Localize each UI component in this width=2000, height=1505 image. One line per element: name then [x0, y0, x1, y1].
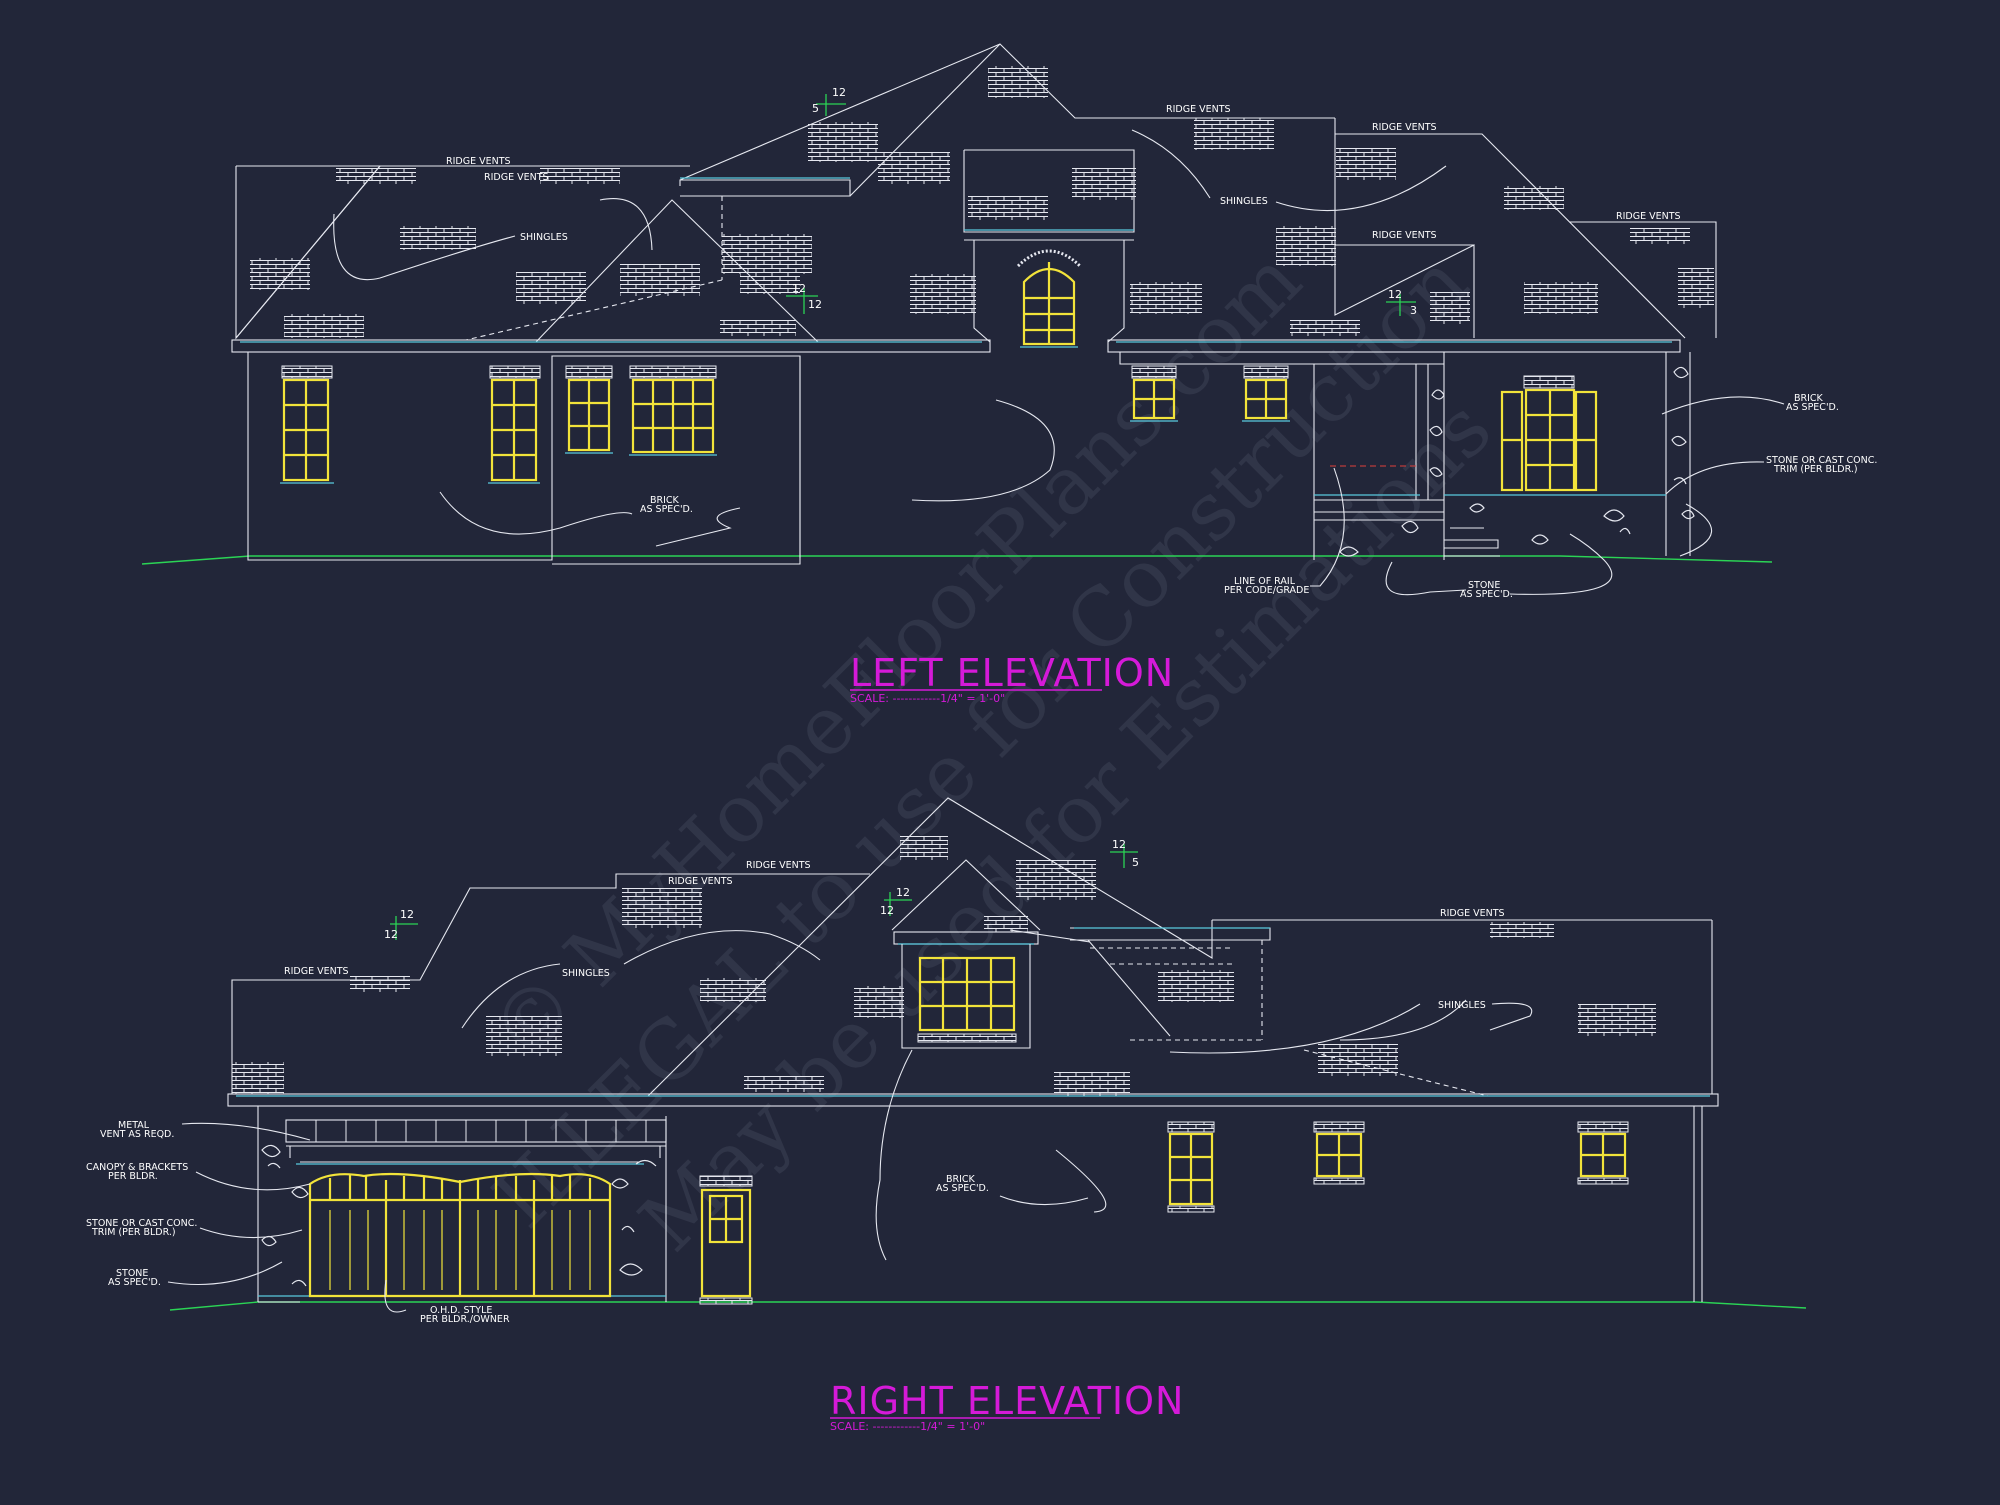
- note-shingles: SHINGLES: [520, 232, 568, 243]
- right-stone: [261, 1144, 657, 1287]
- garage-door: [308, 1172, 612, 1298]
- note-stone-trim: STONE OR CAST CONC.: [86, 1218, 197, 1229]
- pitch-rise: 5: [1132, 856, 1139, 869]
- door-with-shutters: [1500, 375, 1598, 492]
- dormer-window: [917, 956, 1017, 1043]
- ground-line-left: [141, 555, 1773, 565]
- note-stone-trim: STONE OR CAST CONC.: [1766, 455, 1877, 466]
- note-ridge-vents: RIDGE VENTS: [746, 860, 811, 871]
- side-door: [699, 1175, 753, 1305]
- note-metal-vent: VENT AS REQD.: [100, 1129, 174, 1140]
- right-pitch-symbols: [390, 844, 1138, 940]
- pitch-run: 12: [792, 282, 806, 295]
- right-elevation: 12 12 12 12 12 5 RIDGE VENTS RIDGE VENTS…: [86, 797, 1807, 1433]
- window: [565, 365, 613, 454]
- left-pitch-symbols: [786, 94, 1416, 316]
- note-shingles: SHINGLES: [562, 968, 610, 979]
- note-ohd-style: O.H.D. STYLE: [430, 1305, 492, 1316]
- left-brick-hatches: [250, 66, 1714, 338]
- right-elevation-scale: SCALE: ------------1/4" = 1'-0": [830, 1420, 985, 1433]
- note-metal-vent: METAL: [118, 1120, 150, 1131]
- watermark: © MyHomeFloorPlans.com ILLEGAL to use fo…: [473, 233, 1509, 1269]
- window: [1167, 1121, 1215, 1213]
- window: [1130, 365, 1178, 422]
- note-ridge-vents: RIDGE VENTS: [484, 172, 549, 183]
- ground-line-right: [169, 1301, 1807, 1311]
- note-ridge-vents: RIDGE VENTS: [1440, 908, 1505, 919]
- left-elevation: 12 5 12 12 12 3 RIDGE VENTS RIDGE VENTS …: [141, 43, 1877, 705]
- window: [629, 365, 717, 456]
- left-elevation-scale: SCALE: ------------1/4" = 1'-0": [850, 692, 1005, 705]
- note-canopy: PER BLDR.: [108, 1171, 158, 1182]
- pitch-rise: 12: [808, 298, 822, 311]
- left-stone: [1339, 366, 1695, 557]
- note-brick: BRICK: [946, 1174, 976, 1185]
- note-ohd-style: PER BLDR./OWNER: [420, 1314, 510, 1325]
- left-walls: [247, 352, 1691, 565]
- note-ridge-vents: RIDGE VENTS: [668, 876, 733, 887]
- left-windows: [280, 249, 1598, 492]
- right-walls: [257, 1106, 1703, 1303]
- note-line-of-rail: PER CODE/GRADE: [1224, 585, 1309, 596]
- note-stone-trim: TRIM (PER BLDR.): [1773, 464, 1858, 475]
- note-ridge-vents: RIDGE VENTS: [1166, 104, 1231, 115]
- note-brick: AS SPEC'D.: [936, 1183, 989, 1194]
- note-stone-trim: TRIM (PER BLDR.): [91, 1227, 176, 1238]
- window: [1242, 365, 1290, 422]
- left-leaders: [333, 129, 1785, 596]
- right-elevation-title: RIGHT ELEVATION: [830, 1379, 1184, 1423]
- window: [280, 365, 334, 484]
- note-ridge-vents: RIDGE VENTS: [1372, 122, 1437, 133]
- note-canopy: CANOPY & BRACKETS: [86, 1162, 188, 1173]
- right-windows: [308, 956, 1629, 1305]
- window: [1313, 1121, 1365, 1185]
- note-stone: AS SPEC'D.: [1460, 589, 1513, 600]
- pitch-run: 12: [1112, 838, 1126, 851]
- note-ridge-vents: RIDGE VENTS: [1616, 211, 1681, 222]
- pitch-run: 12: [400, 908, 414, 921]
- right-leaders: [167, 930, 1533, 1313]
- pitch-rise: 5: [812, 102, 819, 115]
- note-stone: STONE: [1468, 580, 1500, 591]
- pitch-rise: 12: [384, 928, 398, 941]
- note-brick: AS SPEC'D.: [640, 504, 693, 515]
- note-ridge-vents: RIDGE VENTS: [1372, 230, 1437, 241]
- pitch-run: 12: [896, 886, 910, 899]
- pitch-run: 12: [1388, 288, 1402, 301]
- note-brick: BRICK: [1794, 393, 1824, 404]
- left-elevation-title: LEFT ELEVATION: [850, 651, 1174, 695]
- note-ridge-vents: RIDGE VENTS: [446, 156, 511, 167]
- note-stone: STONE: [116, 1268, 148, 1279]
- pitch-rise: 3: [1410, 304, 1417, 317]
- pitch-rise: 12: [880, 904, 894, 917]
- right-brick-hatches: [232, 836, 1656, 1096]
- note-brick: AS SPEC'D.: [1786, 402, 1839, 413]
- pitch-run: 12: [832, 86, 846, 99]
- note-shingles: SHINGLES: [1220, 196, 1268, 207]
- note-stone: AS SPEC'D.: [108, 1277, 161, 1288]
- note-ridge-vents: RIDGE VENTS: [284, 966, 349, 977]
- arched-window: [1016, 249, 1082, 348]
- note-line-of-rail: LINE OF RAIL: [1234, 576, 1296, 587]
- window: [488, 365, 541, 484]
- note-brick: BRICK: [650, 495, 680, 506]
- note-shingles: SHINGLES: [1438, 1000, 1486, 1011]
- window: [1577, 1121, 1629, 1185]
